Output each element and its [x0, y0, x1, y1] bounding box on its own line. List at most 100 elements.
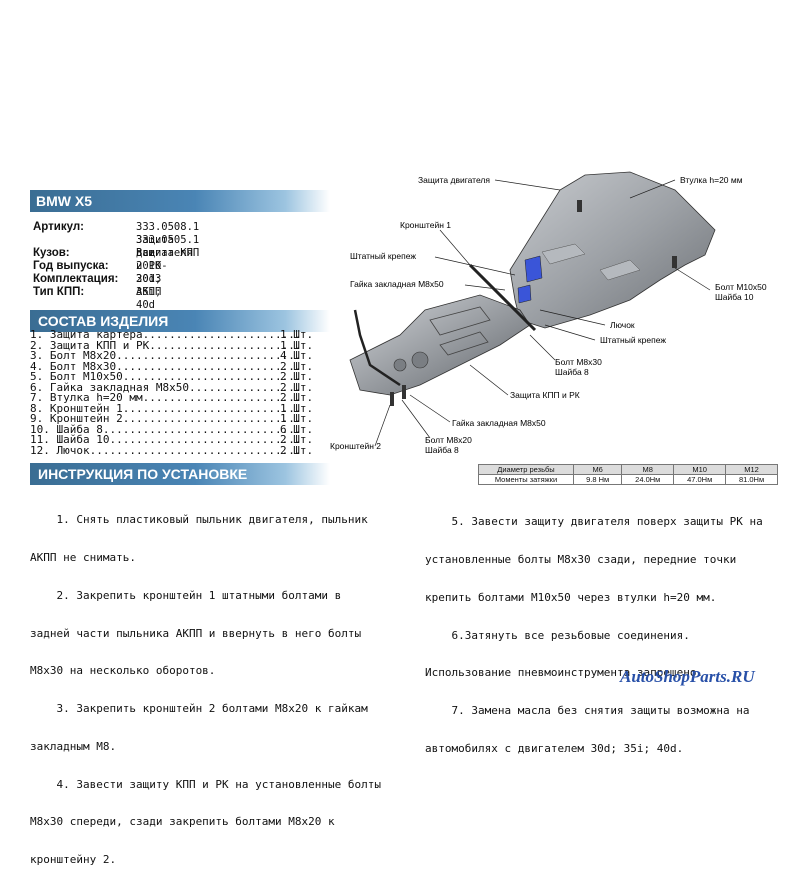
instruction-line: АКПП не снимать.: [30, 550, 136, 564]
page-title: BMW X5: [36, 193, 92, 209]
hatch-blue: [524, 255, 543, 283]
instruction-line: Использование пневмоинструмента запрещен…: [425, 666, 704, 680]
label-engine-guard: Защита двигателя: [418, 175, 490, 185]
assembly-diagram: Защита двигателя Втулка h=20 мм Кронштей…: [330, 171, 767, 455]
instruction-line: М8х30 на несколько оборотов.: [30, 664, 216, 678]
instruction-line: М8х30 спереди, сзади закрепить болтами М…: [30, 815, 335, 829]
spec-key: Тип КПП:: [33, 286, 85, 298]
part-qty: 2 Шт.: [280, 380, 314, 394]
label-hatch: Лючок: [610, 320, 635, 330]
bracket-2: [353, 309, 401, 387]
list-item: 7. Втулка h=20 мм.......................…: [30, 391, 314, 404]
part-qty: 2 Шт.: [280, 391, 314, 404]
table-cell: 47.0Нм: [673, 474, 727, 485]
part-name: 5. Болт М10х50..........................…: [30, 370, 302, 383]
engine-guard-plate: [509, 171, 716, 329]
spec-value: 333.0508.1 Защита двигателя: [136, 221, 200, 259]
part-name: 2. Защита КПП и РК......................…: [30, 338, 302, 352]
instructions-section-bar: ИНСТРУКЦИЯ ПО УСТАНОВКЕ: [30, 463, 330, 485]
part-name: 7. Втулка h=20 мм.......................…: [30, 391, 302, 404]
table-cell: Моменты затяжки: [478, 474, 574, 485]
part-name: 9. Кронштейн 2..........................…: [30, 412, 302, 425]
part-name: 4. Болт М8х30...........................…: [30, 359, 302, 373]
instruction-line: установленные болты М8х30 сзади, передни…: [425, 552, 737, 566]
part-qty: 2 Шт.: [280, 443, 314, 457]
spec-key: Год выпуска:: [33, 260, 109, 272]
label-nut-bottom: Гайка закладная М8х50: [452, 418, 546, 428]
part-qty: 2 Шт.: [280, 433, 314, 446]
instruction-line: 6.Затянуть все резьбовые соединения.: [425, 628, 690, 642]
instruction-line: 5. Завести защиту двигателя поверх защит…: [425, 515, 763, 529]
part-qty: 1 Шт.: [280, 401, 314, 415]
label-bracket1: Кронштейн 1: [400, 220, 451, 230]
table-cell: 81.0Нм: [725, 474, 778, 485]
table-row: Моменты затяжки 9.8 Нм 24.0Нм 47.0Нм 81.…: [478, 474, 778, 485]
spec-row: Тип КПП: АКПП: [33, 286, 161, 299]
table-cell: Диаметр резьбы: [478, 464, 574, 475]
spec-key: Артикул:: [33, 221, 85, 233]
instruction-line: 4. Завести защиту КПП и РК на установлен…: [30, 777, 381, 791]
label-bushing: Втулка h=20 мм: [680, 175, 743, 185]
label-line: Шайба 8: [555, 367, 589, 377]
table-row: Диаметр резьбы M6 M8 M10 M12: [478, 464, 778, 475]
specs-block: Артикул: 333.0508.1 Защита двигателя 333…: [33, 221, 199, 311]
instruction-line: 1. Снять пластиковый пыльник двигателя, …: [30, 513, 368, 527]
instruction-line: крепить болтами М10х50 через втулки h=20…: [425, 590, 717, 604]
label-bracket2: Кронштейн 2: [330, 441, 381, 451]
list-item: 9. Кронштейн 2..........................…: [30, 412, 314, 425]
part-qty: 1 Шт.: [280, 338, 314, 352]
spec-row: Кузов: Все: [33, 247, 155, 260]
instruction-line: 2. Закрепить кронштейн 1 штатными болтам…: [30, 588, 342, 602]
list-item: 3. Болт М8х20...........................…: [30, 349, 314, 362]
list-item: 5. Болт М10х50..........................…: [30, 370, 314, 383]
part-name: 10. Шайба 8.............................…: [30, 422, 302, 436]
part-name: 11. Шайба 10............................…: [30, 433, 302, 446]
torque-table: Диаметр резьбы M6 M8 M10 M12 Моменты зат…: [478, 464, 778, 485]
label-line: Болт М8х20: [425, 435, 472, 445]
spec-value: Все: [136, 247, 155, 259]
instruction-line: 3. Закрепить кронштейн 2 болтами М8х20 к…: [30, 702, 368, 716]
label-line: Болт М10х50: [715, 282, 767, 292]
part-name: 3. Болт М8х20...........................…: [30, 349, 302, 362]
spec-value: 30d; 35i; 40d: [136, 273, 162, 311]
part-qty: 2 Шт.: [280, 370, 314, 383]
autoshopparts-logo: AutoShopParts.RU: [620, 667, 755, 687]
instructions-section-title: ИНСТРУКЦИЯ ПО УСТАНОВКЕ: [38, 466, 248, 482]
spec-key: Комплектация:: [33, 273, 119, 285]
label-stock-fastener-mid: Штатный крепеж: [600, 335, 666, 345]
spec-value: 2010-2013: [136, 260, 168, 285]
list-item: 12. Лючок...............................…: [30, 443, 314, 457]
list-item: 8. Кронштейн 1..........................…: [30, 401, 314, 415]
instruction-line: кронштейну 2.: [30, 853, 117, 867]
parts-section-bar: СОСТАВ ИЗДЕЛИЯ: [30, 310, 330, 332]
spec-row: Артикул: 333.0508.1 Защита двигателя: [33, 221, 199, 259]
table-cell: 9.8 Нм: [572, 474, 623, 485]
spec-row: Год выпуска: 2010-2013: [33, 260, 168, 285]
spec-key: Кузов:: [33, 247, 70, 259]
list-item: 10. Шайба 8.............................…: [30, 422, 313, 436]
instruction-line: закладным М8.: [30, 739, 117, 753]
list-item: 6. Гайка закладная М8х50................…: [30, 380, 314, 394]
part-qty: 2 Шт.: [280, 359, 314, 373]
logo-text: AutoShopParts.RU: [620, 667, 755, 686]
instruction-line: задней части пыльника АКПП и ввернуть в …: [30, 626, 362, 640]
parts-list: 1. Защита картера.......................…: [30, 329, 314, 457]
spec-row: 333.0505.1 Защита КПП и РК: [33, 234, 199, 272]
part-qty: 1 Шт.: [280, 412, 314, 425]
spec-value: 333.0505.1 Защита КПП и РК: [136, 234, 200, 272]
instructions-left: 1. Снять пластиковый пыльник двигателя, …: [30, 489, 381, 879]
part-qty: 4 Шт.: [280, 349, 314, 362]
part-name: 6. Гайка закладная М8х50................…: [30, 380, 302, 394]
label-line: Болт М8х30: [555, 357, 602, 367]
label-nut-top: Гайка закладная М8х50: [350, 279, 444, 289]
label-stock-fastener-top: Штатный крепеж: [350, 251, 416, 261]
instructions-right: 5. Завести защиту двигателя поверх защит…: [425, 491, 763, 768]
label-line: Шайба 8: [425, 445, 459, 455]
bracket-1: [468, 263, 537, 332]
list-item: 4. Болт М8х30...........................…: [30, 359, 314, 373]
instruction-line: автомобилях с двигателем 30d; 35i; 40d.: [425, 741, 684, 755]
part-name: 12. Лючок...............................…: [30, 443, 302, 457]
